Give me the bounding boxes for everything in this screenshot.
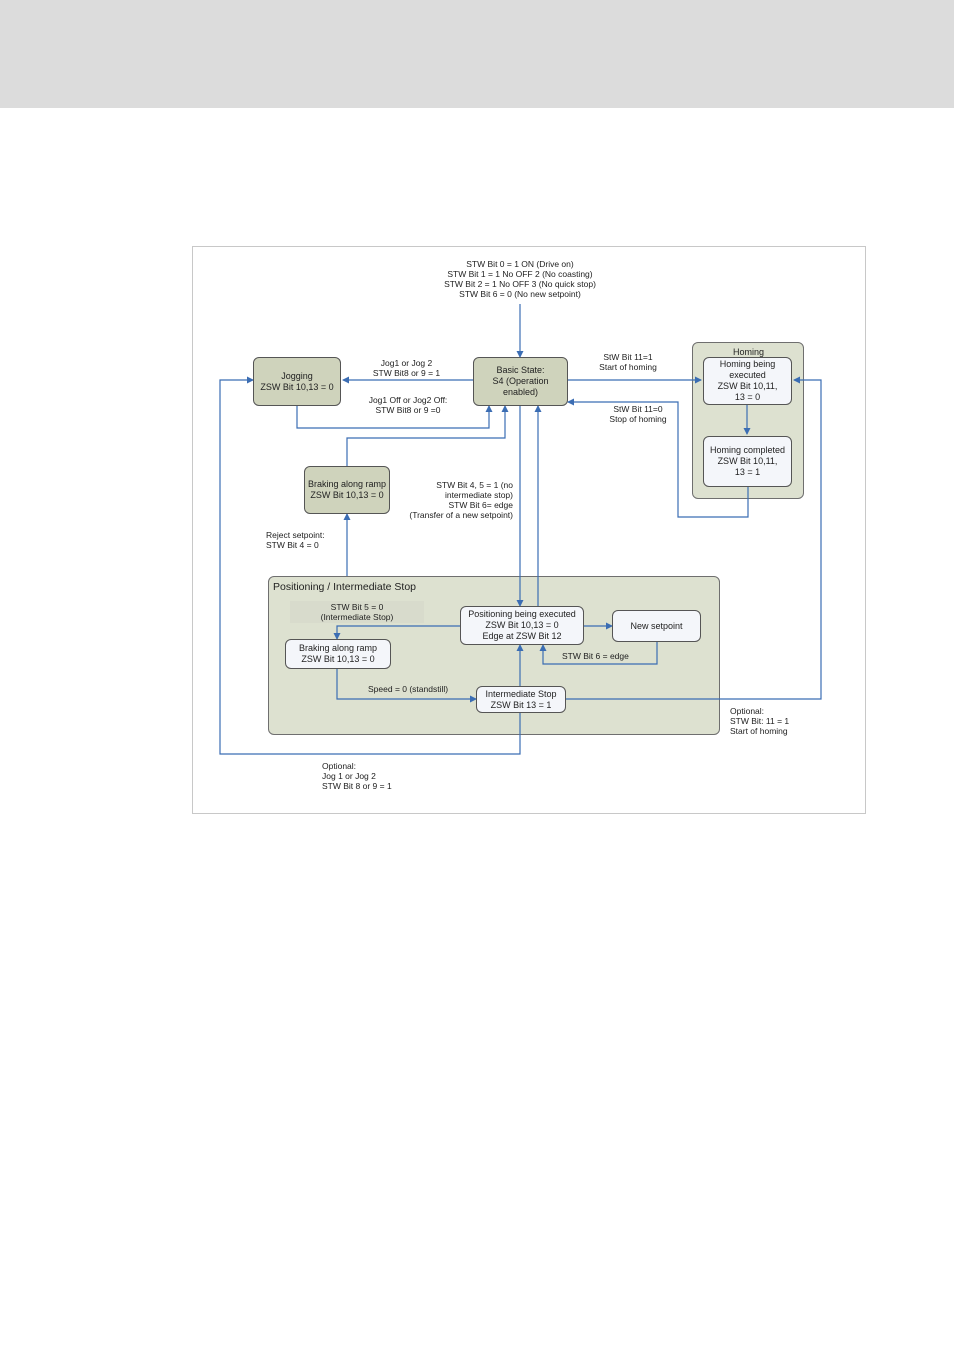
homing-completed-state: Homing completed ZSW Bit 10,11, 13 = 1 [703, 436, 792, 487]
homing-done-line3: 13 = 1 [734, 467, 761, 477]
intermediate-stop-state: Intermediate Stop ZSW Bit 13 = 1 [476, 686, 566, 713]
homing-stop-label: StW Bit 11=0 Stop of homing [603, 404, 673, 424]
positioning-executed-state: Positioning being executed ZSW Bit 10,13… [460, 606, 584, 645]
basic-state-line2: S4 (Operation [492, 376, 549, 386]
reject-line1: Reject setpoint: [266, 530, 325, 540]
inter-stop-line1: STW Bit 5 = 0 [330, 602, 384, 612]
braking-bottom-state: Braking along ramp ZSW Bit 10,13 = 0 [285, 639, 391, 669]
jogging-state: Jogging ZSW Bit 10,13 = 0 [253, 357, 341, 406]
braking-bottom-line1: Braking along ramp [298, 643, 378, 653]
homing-start-line1: StW Bit 11=1 [603, 352, 653, 362]
pos-start-line4: (Transfer of a new setpoint) [409, 510, 513, 520]
reject-setpoint-label: Reject setpoint: STW Bit 4 = 0 [266, 530, 325, 550]
pos-exec-line2: ZSW Bit 10,13 = 0 [485, 620, 559, 630]
optional-jog-label: Optional: Jog 1 or Jog 2 STW Bit 8 or 9 … [322, 761, 392, 791]
intermediate-stop-label-shade [290, 601, 424, 623]
top-condition-label: STW Bit 0 = 1 ON (Drive on) STW Bit 1 = … [430, 259, 610, 299]
pos-exec-line3: Edge at ZSW Bit 12 [482, 631, 562, 641]
basic-state-line3: enabled) [502, 387, 539, 397]
reject-line2: STW Bit 4 = 0 [266, 540, 319, 550]
jog-off-line1: Jog1 Off or Jog2 Off: [368, 395, 448, 405]
braking-top-state: Braking along ramp ZSW Bit 10,13 = 0 [304, 466, 390, 514]
homing-stop-line1: StW Bit 11=0 [613, 404, 663, 414]
homing-start-label: StW Bit 11=1 Start of homing [592, 352, 664, 372]
jog-on-label: Jog1 or Jog 2 STW Bit8 or 9 = 1 [364, 358, 449, 378]
optional-homing-line2: STW Bit: 11 = 1 [730, 716, 790, 726]
homing-executed-state: Homing being executed ZSW Bit 10,11, 13 … [703, 357, 792, 405]
basic-state: Basic State: S4 (Operation enabled) [473, 357, 568, 406]
intermediate-stop-label: STW Bit 5 = 0 (Intermediate Stop) [300, 602, 414, 622]
homing-stop-line2: Stop of homing [609, 414, 667, 424]
homing-start-line2: Start of homing [599, 362, 657, 372]
top-condition-line1: STW Bit 0 = 1 ON (Drive on) [466, 259, 574, 269]
homing-exec-line1: Homing being [719, 359, 776, 369]
optional-jog-line3: STW Bit 8 or 9 = 1 [322, 781, 392, 791]
jog-off-line2: STW Bit8 or 9 =0 [375, 405, 441, 415]
header-band [0, 0, 954, 108]
optional-homing-line1: Optional: [730, 706, 765, 716]
jogging-line2: ZSW Bit 10,13 = 0 [260, 381, 334, 392]
pos-start-line2: intermediate stop) [444, 490, 513, 500]
intermediate-line2: ZSW Bit 13 = 1 [490, 699, 552, 710]
inter-stop-line2: (Intermediate Stop) [320, 612, 394, 622]
optional-jog-line1: Optional: [322, 761, 357, 771]
intermediate-line1: Intermediate Stop [485, 688, 557, 699]
homing-exec-line2: executed [729, 370, 766, 380]
pos-start-line1: STW Bit 4, 5 = 1 (no [436, 480, 513, 490]
jog-on-line2: STW Bit8 or 9 = 1 [372, 368, 441, 378]
positioning-group-title: Positioning / Intermediate Stop [273, 581, 417, 593]
top-condition-line3: STW Bit 2 = 1 No OFF 3 (No quick stop) [444, 279, 596, 289]
optional-jog-line2: Jog 1 or Jog 2 [322, 771, 376, 781]
braking-top-line1: Braking along ramp [307, 479, 387, 489]
speed-zero-label: Speed = 0 (standstill) [368, 684, 449, 694]
positioning-start-label: STW Bit 4, 5 = 1 (no intermediate stop) … [400, 480, 513, 520]
pos-start-line3: STW Bit 6= edge [448, 500, 514, 510]
jogging-line1: Jogging [281, 370, 313, 381]
braking-top-line2: ZSW Bit 10,13 = 0 [310, 490, 384, 500]
homing-exec-line3: ZSW Bit 10,11, [717, 381, 778, 391]
top-condition-line2: STW Bit 1 = 1 No OFF 2 (No coasting) [447, 269, 593, 279]
homing-exec-line4: 13 = 0 [734, 392, 761, 402]
homing-done-line1: Homing completed [709, 445, 786, 455]
new-setpoint-state: New setpoint [612, 610, 701, 642]
optional-homing-line3: Start of homing [730, 726, 788, 736]
jog-on-line1: Jog1 or Jog 2 [380, 358, 433, 368]
top-condition-line4: STW Bit 6 = 0 (No new setpoint) [459, 289, 581, 299]
new-setpoint-edge-label: STW Bit 6 = edge [562, 651, 629, 661]
jog-off-label: Jog1 Off or Jog2 Off: STW Bit8 or 9 =0 [360, 395, 456, 415]
braking-bottom-line2: ZSW Bit 10,13 = 0 [301, 654, 375, 664]
pos-exec-line1: Positioning being executed [468, 609, 576, 619]
homing-done-line2: ZSW Bit 10,11, [717, 456, 778, 466]
homing-group-title: Homing [733, 347, 765, 357]
basic-state-line1: Basic State: [496, 365, 545, 375]
optional-homing-label: Optional: STW Bit: 11 = 1 Start of homin… [730, 706, 789, 736]
new-setpoint-line1: New setpoint [630, 620, 683, 631]
